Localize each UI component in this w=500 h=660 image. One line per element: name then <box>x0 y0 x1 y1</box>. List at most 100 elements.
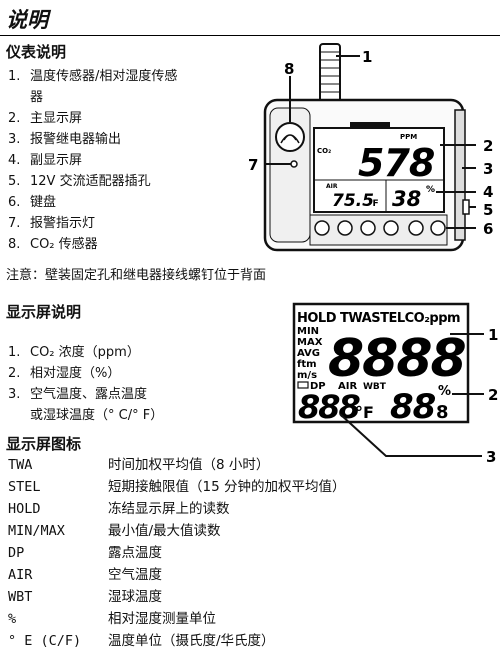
meter-heading: 仪表说明 <box>6 43 67 61</box>
item-number: 2. <box>8 366 21 381</box>
item-text: CO₂ 传感器 <box>30 237 98 252</box>
keypad-button <box>337 220 353 236</box>
item-number: 1. <box>8 69 21 84</box>
mounting-note: 注意：壁装固定孔和继电器接线螺钉位于背面 <box>6 268 267 283</box>
item-text: 主显示屏 <box>30 111 83 126</box>
meter-side <box>454 109 466 241</box>
item-text: 副显示屏 <box>30 153 83 168</box>
lcd-avg: AVG <box>297 348 320 359</box>
icon-desc: 时间加权平均值（8 小时） <box>108 457 270 473</box>
icon-desc: 空气温度 <box>108 567 162 583</box>
list-item: 2.主显示屏 <box>8 108 248 129</box>
list-item: 2. 相对湿度（%） <box>8 363 248 384</box>
air-label: AIR <box>326 183 338 190</box>
display-diagram: HOLD TWASTELCO₂ppm MIN MAX AVG ftm m/s 8… <box>292 302 498 466</box>
battery-icon <box>297 381 309 389</box>
item-text: 键盘 <box>30 195 57 210</box>
rh-unit: % <box>426 185 435 195</box>
callout-6: 6 <box>483 220 493 238</box>
icon-code: WBT <box>8 589 33 605</box>
meter-diagram: PPM CO₂ 578 AIR 75.5 °F 38 % 1 2 3 4 5 6… <box>248 43 493 252</box>
lcd-rh-unit: % <box>438 384 451 399</box>
list-item: 1. CO₂ 浓度（ppm） <box>8 342 248 363</box>
ppm-label: PPM <box>400 133 417 141</box>
callout-8: 8 <box>284 60 294 78</box>
lcd-dp: DP <box>310 381 326 392</box>
display-heading: 显示屏说明 <box>6 303 82 321</box>
icon-desc: 相对湿度测量单位 <box>108 611 216 627</box>
callout-7: 7 <box>248 156 258 174</box>
main-display-frame <box>313 127 445 213</box>
temp-unit: °F <box>368 199 379 209</box>
table-row: AIR 空气温度 <box>8 564 488 586</box>
lcd-frame <box>292 302 470 424</box>
callout-1: 1 <box>488 326 498 344</box>
lcd-main-digits: 8888 <box>328 329 466 389</box>
lcd-max: MAX <box>297 337 323 348</box>
brand-label <box>350 122 390 128</box>
icons-heading: 显示屏图标 <box>6 435 82 453</box>
keypad-button <box>360 220 376 236</box>
icon-code: AIR <box>8 567 33 583</box>
item-text: 报警继电器输出 <box>30 132 122 147</box>
icon-code: ° E (C/F) <box>8 633 82 649</box>
callout-2: 2 <box>488 386 498 404</box>
lcd-top-labels: HOLD TWASTELCO₂ppm <box>297 311 460 326</box>
temp-rh-sensor-probe <box>319 43 341 105</box>
table-row: HOLD 冻结显示屏上的读数 <box>8 498 488 520</box>
meter-list: 1.温度传感器/相对湿度传感 器 2.主显示屏 3. 报警继电器输出 4. 副显示屏… <box>8 66 248 255</box>
co2-sensor-icon <box>275 122 305 152</box>
table-row: TWA 时间加权平均值（8 小时） <box>8 454 488 476</box>
item-number: 8. <box>8 237 21 252</box>
lcd-air: AIR <box>338 381 357 392</box>
list-item: 3.空气温度、露点温度 或湿球温度（° C/° F） <box>8 384 248 426</box>
rh-reading: 38 <box>392 187 421 211</box>
lcd-min: MIN <box>297 326 319 337</box>
list-item: 6.键盘 <box>8 192 248 213</box>
icon-code: MIN/MAX <box>8 523 65 539</box>
icon-desc: 冻结显示屏上的读数 <box>108 501 230 517</box>
item-number: 4. <box>8 153 21 168</box>
icon-desc: 湿球温度 <box>108 589 162 605</box>
table-row: WBT 湿球温度 <box>8 586 488 608</box>
lcd-ms: m/s <box>297 370 317 381</box>
callout-4: 4 <box>483 183 493 201</box>
item-number: 5. <box>8 174 21 189</box>
item-number: 7. <box>8 216 21 231</box>
list-item: 7. 报警指示灯 <box>8 213 248 234</box>
table-row: ° E (C/F) 温度单位（摄氏度/华氏度） <box>8 630 488 652</box>
item-text: CO₂ 浓度（ppm） <box>30 345 140 360</box>
keypad-button <box>383 220 399 236</box>
item-text: 报警指示灯 <box>30 216 96 231</box>
icon-code: HOLD <box>8 501 41 517</box>
icon-code: TWA <box>8 457 33 473</box>
lcd-rh-small-digit: 8 <box>436 402 449 423</box>
item-text: 相对湿度（%） <box>30 366 121 381</box>
item-number: 1. <box>8 345 21 360</box>
list-item: 1.温度传感器/相对湿度传感 器 <box>8 66 248 108</box>
temp-reading: 75.5 <box>332 191 374 211</box>
lcd-wbt: WBT <box>363 382 387 392</box>
table-row: % 相对湿度测量单位 <box>8 608 488 630</box>
callout-3: 3 <box>483 160 493 178</box>
icon-code: STEL <box>8 479 41 495</box>
list-item: 8. CO₂ 传感器 <box>8 234 248 255</box>
alarm-led-icon <box>290 160 298 168</box>
icon-code: % <box>8 611 17 627</box>
lcd-temp-unit: °F <box>355 403 374 422</box>
keypad-button <box>408 220 424 236</box>
item-text: 空气温度、露点温度 或湿球温度（° C/° F） <box>30 387 164 423</box>
co2-label: CO₂ <box>317 147 331 155</box>
item-number: 3. <box>8 132 21 147</box>
item-text: 12V 交流适配器插孔 <box>30 174 151 189</box>
keypad-button <box>314 220 330 236</box>
list-item: 5. 12V 交流适配器插孔 <box>8 171 248 192</box>
display-list: 1. CO₂ 浓度（ppm） 2. 相对湿度（%） 3.空气温度、露点温度 或湿球温… <box>8 342 248 426</box>
list-item: 3. 报警继电器输出 <box>8 129 248 150</box>
callout-1: 1 <box>362 48 372 66</box>
list-item: 4. 副显示屏 <box>8 150 248 171</box>
icon-desc: 温度单位（摄氏度/华氏度） <box>108 633 275 649</box>
